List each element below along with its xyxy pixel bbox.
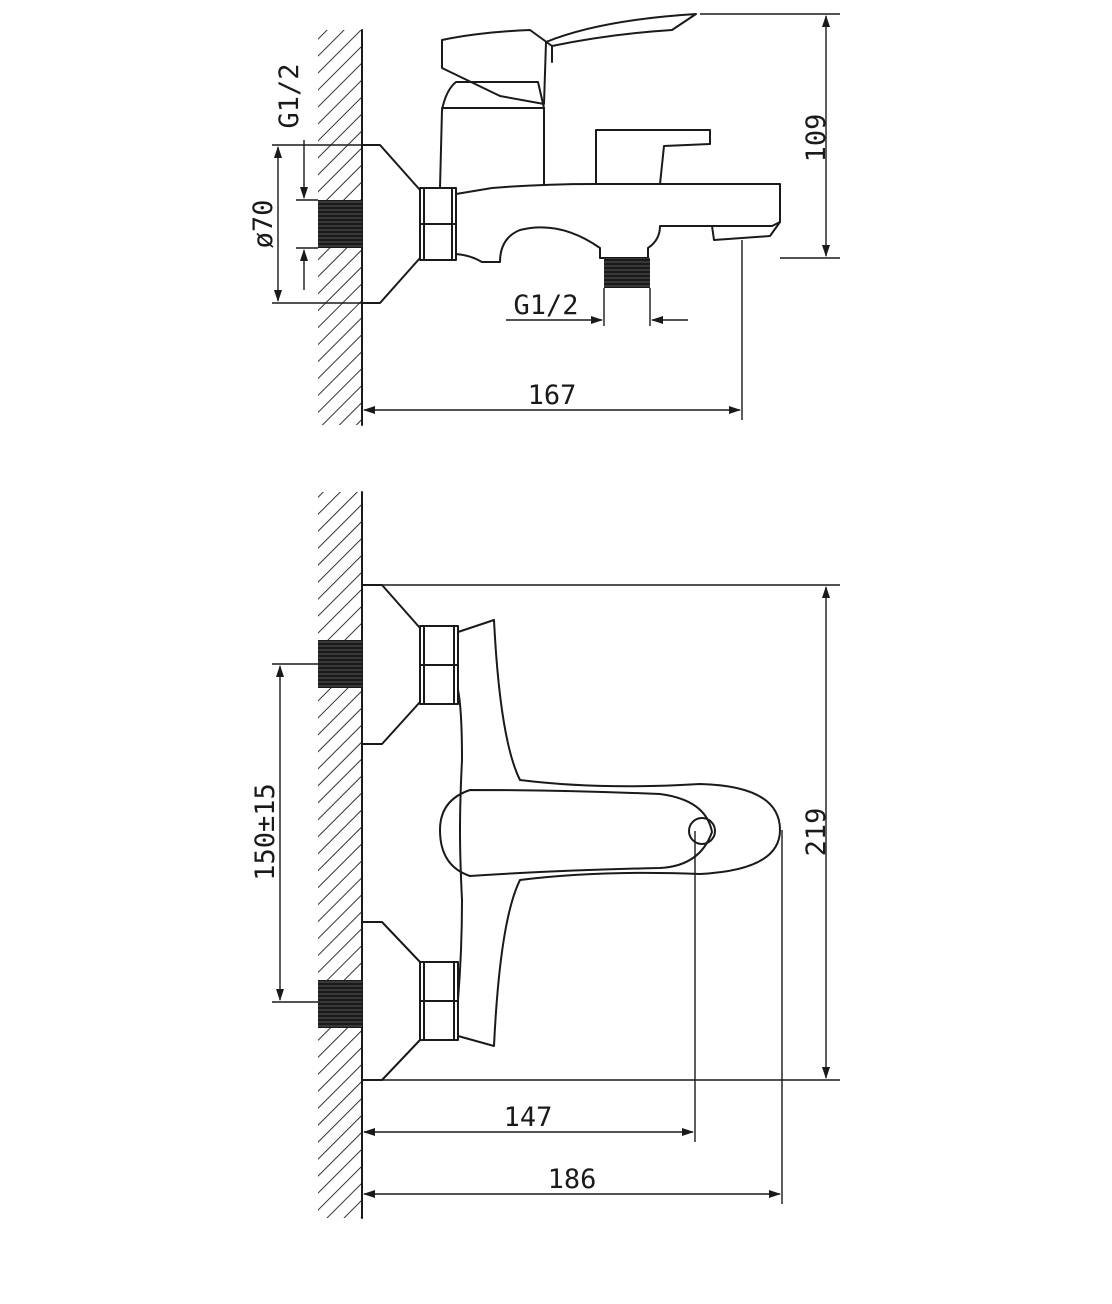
dim-109: 109 [700,13,840,259]
outlet-thread [604,258,650,288]
escutcheon [361,144,421,304]
mixer-body-top [457,619,781,1047]
hex-nut-lower [419,961,459,1041]
label-thread-bottom: G1/2 [513,290,578,321]
wall-hatch-2 [318,492,362,1218]
lever-handle [441,13,697,105]
inlet-thread-lower [318,980,362,1028]
label-150: 150±15 [250,783,281,881]
hex-nut [419,187,457,261]
hex-nut-upper [419,625,459,705]
label-109: 109 [801,114,832,163]
label-186: 186 [548,1164,597,1195]
mixer-body [455,183,781,263]
dim-186: 186 [363,830,783,1204]
label-219: 219 [801,808,832,857]
diverter-knob-top [688,817,716,845]
label-167: 167 [528,380,577,411]
cartridge-column [439,81,545,189]
dim-167: 167 [363,240,743,420]
escutcheon-upper [361,584,421,745]
inlet-thread [318,200,362,248]
diverter-knob [595,129,711,185]
dim-150: 150±15 [250,663,318,1003]
inlet-thread-upper [318,640,362,688]
spout-tip [711,221,781,241]
escutcheon-lower [361,921,421,1081]
label-147: 147 [504,1102,553,1133]
dim-147: 147 [363,831,696,1142]
label-diameter-70: ø70 [248,200,279,249]
lever-top [439,789,713,877]
top-view: 219 150±15 147 186 [250,491,840,1219]
dim-thread-bottom: G1/2 [506,288,688,326]
dim-diameter-70: ø70 [248,144,380,304]
side-view: 109 167 ø70 G1/2 G1/2 [248,13,840,426]
dim-219: 219 [382,584,840,1081]
dim-thread-top: G1/2 [274,63,318,290]
label-thread-top: G1/2 [274,63,305,128]
